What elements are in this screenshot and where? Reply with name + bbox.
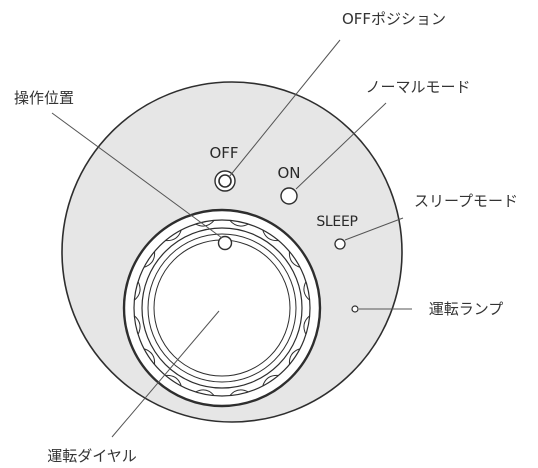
sleep-label: SLEEP — [316, 214, 357, 230]
on-position-indicator — [280, 187, 298, 205]
off-label: OFF — [209, 144, 238, 162]
operation-position-indicator — [217, 235, 233, 251]
leader-run-dial — [111, 310, 220, 438]
dial-grip-tooth — [134, 315, 141, 335]
dial-grip-tooth — [303, 281, 310, 301]
dial-grip-ring — [133, 219, 311, 397]
dial-grip-tooth — [195, 389, 215, 396]
leader-normal-mode — [295, 102, 387, 190]
callout-run-lamp: 運転ランプ — [429, 300, 504, 318]
callout-run-dial: 運転ダイヤル — [47, 447, 137, 465]
dial-grip-tooth — [165, 374, 182, 387]
leader-off-position — [228, 39, 341, 178]
dial-inner-ring-2 — [147, 233, 297, 383]
callout-operation-position: 操作位置 — [14, 89, 74, 107]
dial-grip-tooth — [262, 229, 279, 242]
dial-grip-tooth — [134, 281, 141, 301]
dial-grip-tooth — [303, 315, 310, 335]
dial-grip-tooth — [229, 220, 249, 227]
leader-sleep-mode — [344, 217, 404, 241]
callout-sleep-mode: スリープモード — [414, 192, 518, 210]
run-dial — [122, 208, 322, 408]
dial-grip-tooth — [288, 348, 301, 365]
callout-normal-mode: ノーマルモード — [365, 78, 470, 96]
dial-grip-tooth — [262, 374, 279, 387]
on-label: ON — [277, 164, 300, 182]
dial-grip-tooth — [143, 348, 156, 365]
dial-grip-teeth — [134, 220, 310, 396]
run-lamp — [351, 305, 359, 313]
dial-grip-tooth — [229, 389, 249, 396]
dial-grip-tooth — [143, 251, 156, 268]
dial-grip-tooth — [288, 251, 301, 268]
dial-inner-ring-1 — [141, 227, 303, 389]
dial-grip-tooth — [165, 229, 182, 242]
callout-off-position: OFFポジション — [342, 10, 446, 28]
leader-operation-position — [51, 112, 223, 239]
sleep-position-indicator — [334, 238, 346, 250]
